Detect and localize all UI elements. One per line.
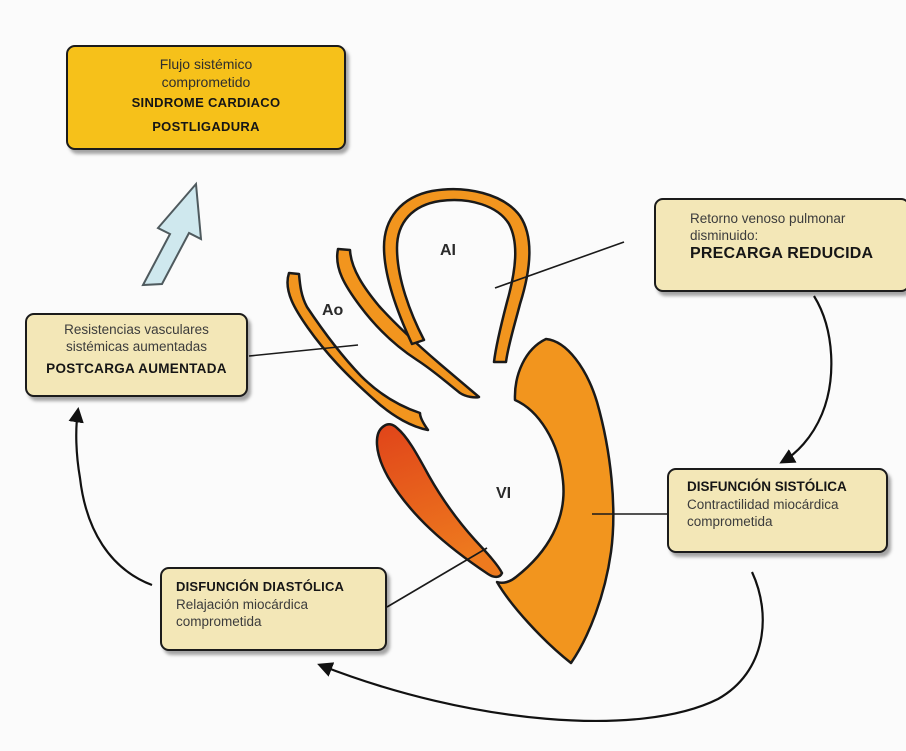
label-ai: AI xyxy=(440,242,456,260)
box-dia-line1: DISFUNCIÓN DIASTÓLICA xyxy=(176,578,385,596)
arrow-diastolica-to-postcarga xyxy=(76,410,152,585)
box-dia-line3: comprometida xyxy=(176,613,385,630)
box-right-line2: disminuido: xyxy=(690,227,906,244)
box-left-line2: sistémicas aumentadas xyxy=(27,338,246,355)
arrow-precarga-to-sistolica xyxy=(782,296,831,462)
box-sys-line1: DISFUNCIÓN SISTÓLICA xyxy=(687,477,886,496)
box-postcarga: Resistencias vasculares sistémicas aumen… xyxy=(25,313,248,397)
box-sys-line2: Contractilidad miocárdica xyxy=(687,496,886,513)
box-dia-line2: Relajación miocárdica xyxy=(176,596,385,613)
label-vi: VI xyxy=(496,485,511,503)
box-top-line4: POSTLIGADURA xyxy=(68,115,344,139)
box-disfuncion-diastolica: DISFUNCIÓN DIASTÓLICA Relajación miocárd… xyxy=(160,567,387,651)
box-left-line3: POSTCARGA AUMENTADA xyxy=(27,361,246,376)
box-left-line1: Resistencias vasculares xyxy=(27,321,246,338)
box-precarga: Retorno venoso pulmonar disminuido: PREC… xyxy=(654,198,906,292)
up-arrow xyxy=(143,184,201,285)
box-right-line1: Retorno venoso pulmonar xyxy=(690,210,906,227)
box-top-line2: comprometido xyxy=(68,73,344,91)
box-sindrome-cardiaco: Flujo sistémico comprometido SINDROME CA… xyxy=(66,45,346,150)
box-top-line1: Flujo sistémico xyxy=(68,55,344,73)
box-top-line3: SINDROME CARDIACO xyxy=(68,91,344,115)
label-ao: Ao xyxy=(322,302,343,320)
box-sys-line3: comprometida xyxy=(687,513,886,530)
box-right-line3: PRECARGA REDUCIDA xyxy=(690,244,906,264)
ventricle-outer-wall xyxy=(497,339,613,663)
box-disfuncion-sistolica: DISFUNCIÓN SISTÓLICA Contractilidad mioc… xyxy=(667,468,888,553)
leader-diastolica xyxy=(387,548,487,607)
ventricle-inner-wall xyxy=(377,424,502,577)
